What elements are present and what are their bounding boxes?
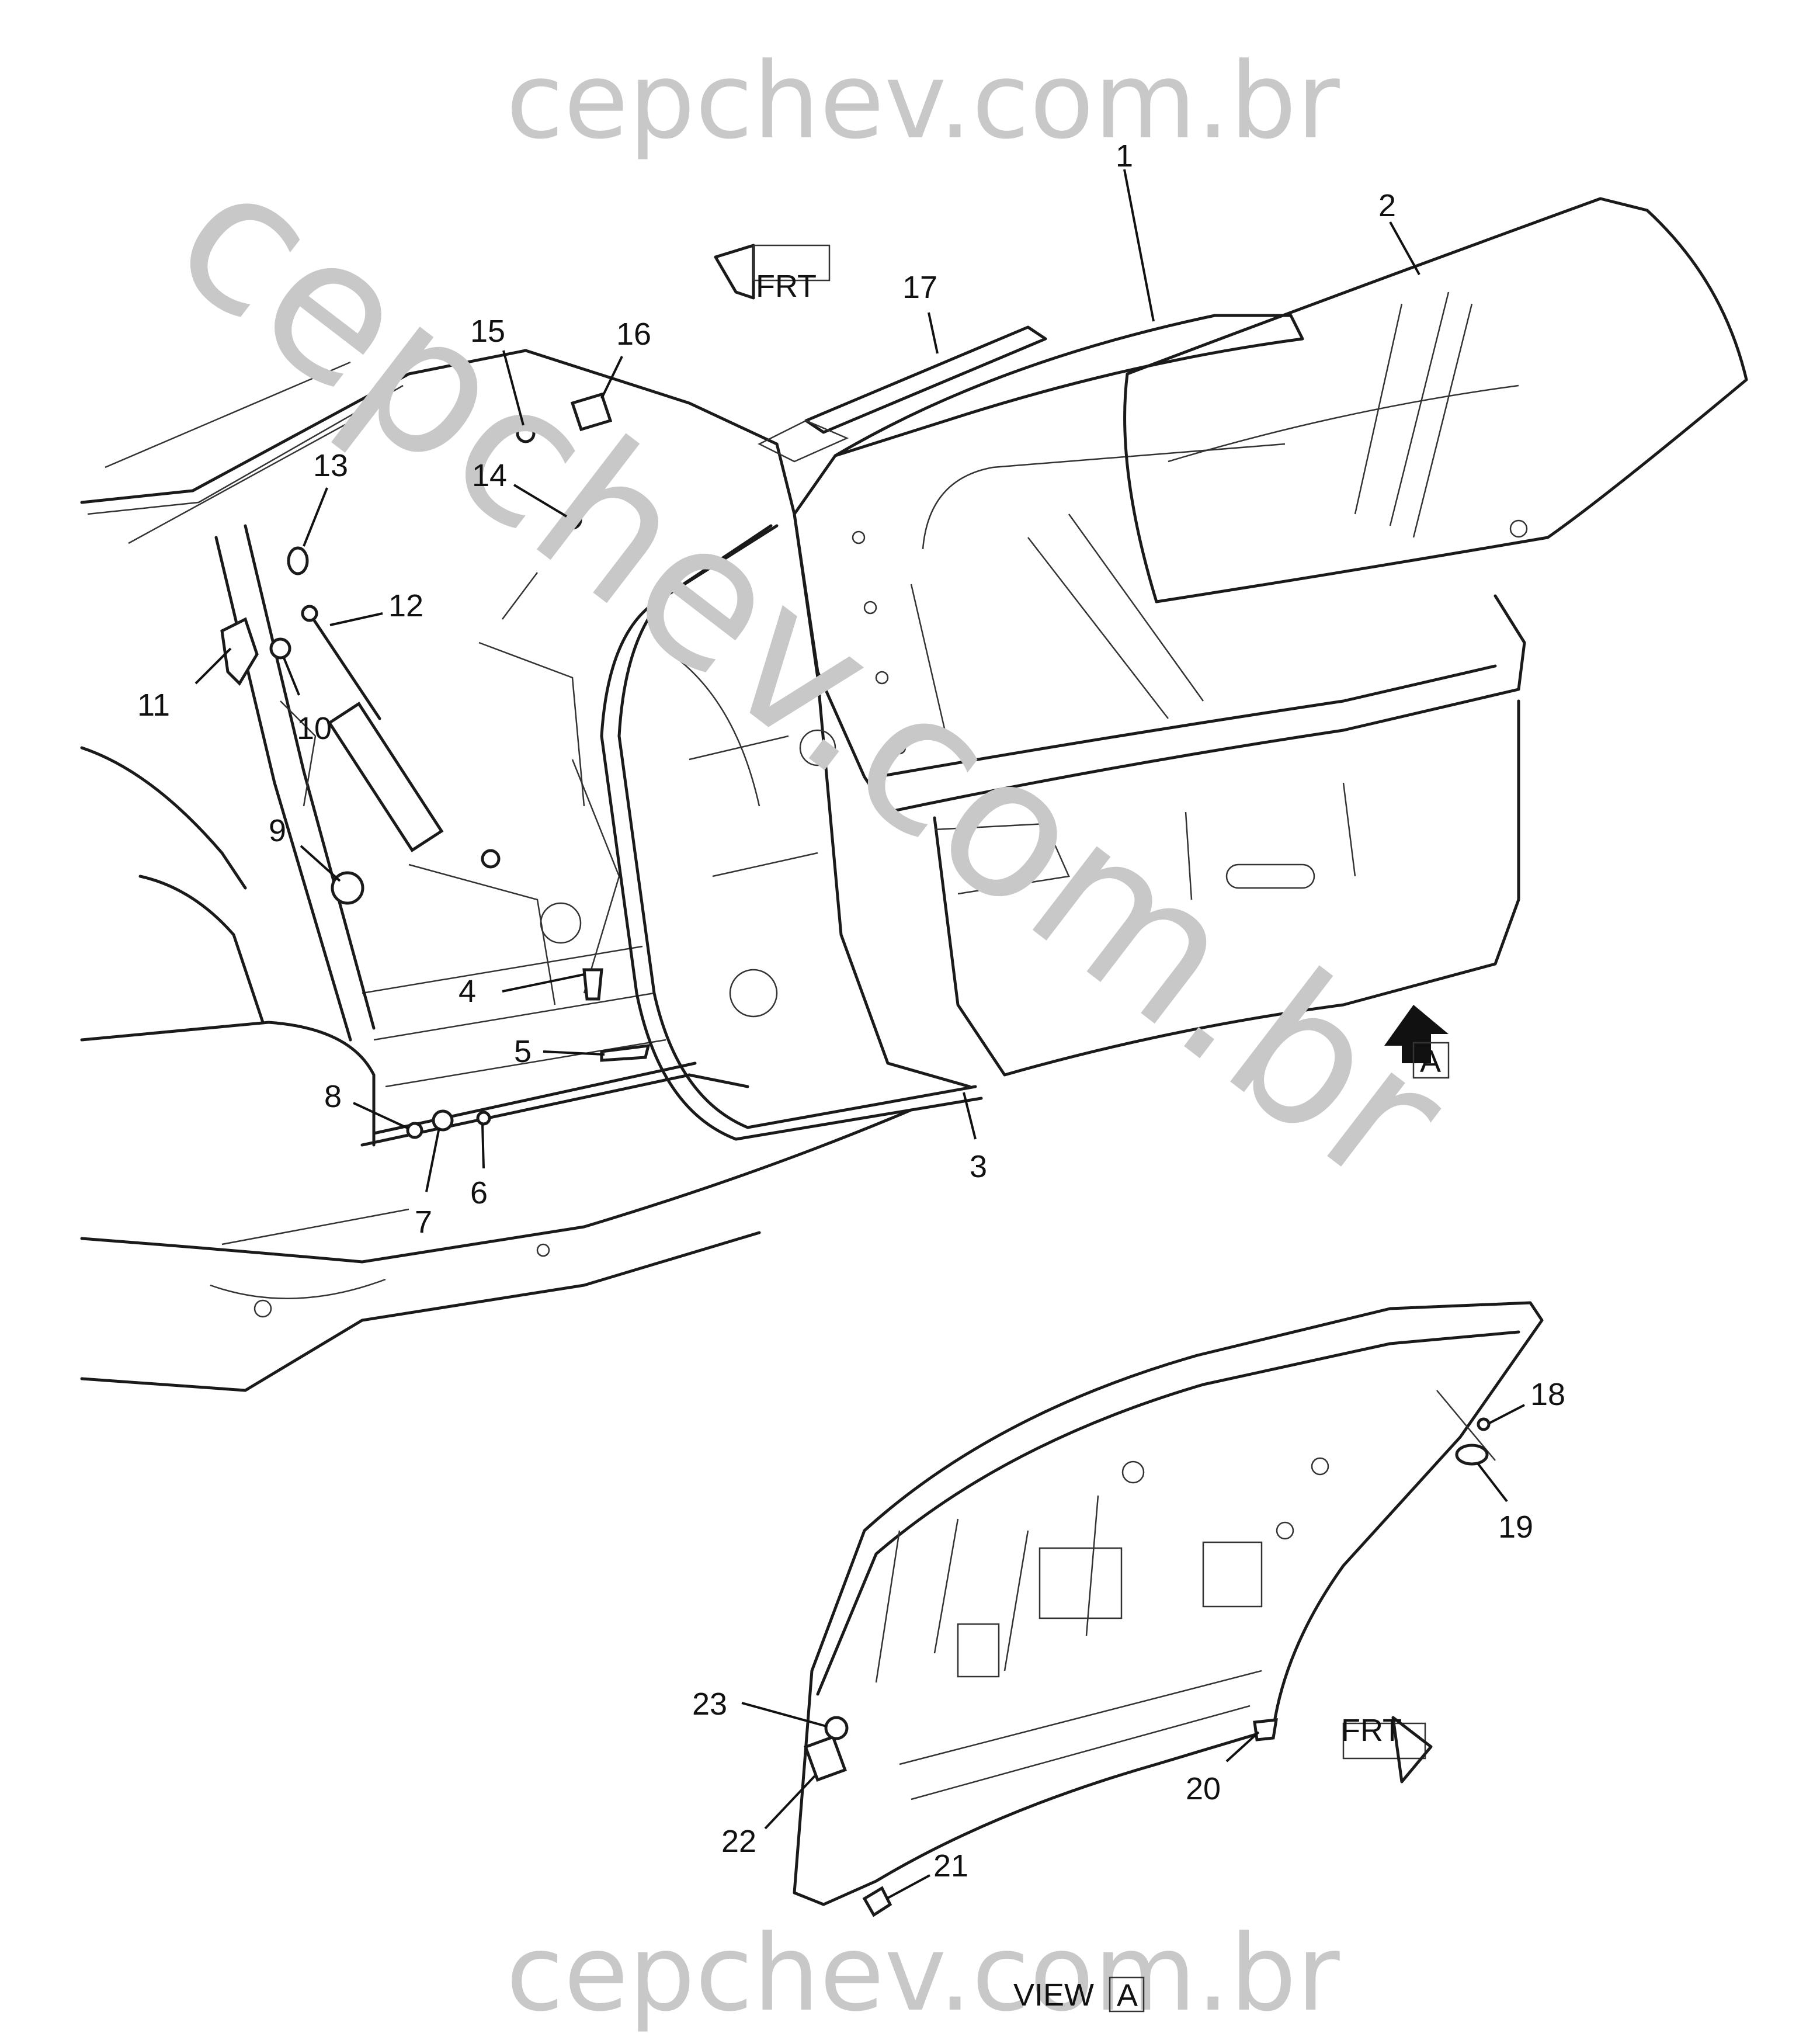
watermark-bottom: cepchev.com.br	[506, 1913, 1339, 2035]
callout-numbers: 1 2 3 4 5 6 7 8 9 10 11 12 13 14 15 16 1…	[137, 138, 1565, 1883]
hinge	[220, 617, 259, 686]
bolt-15	[516, 424, 536, 443]
grommet-13	[287, 546, 309, 575]
bolt-6	[476, 1111, 491, 1126]
washer-7	[432, 1109, 454, 1132]
callout-7: 7	[415, 1205, 432, 1240]
nut-23	[824, 1716, 849, 1740]
callout-9: 9	[269, 813, 286, 848]
callout-13: 13	[313, 448, 348, 483]
callout-8: 8	[324, 1079, 342, 1114]
frt-label-upper: FRT	[756, 269, 817, 304]
liftgate-window-glass	[1123, 197, 1748, 603]
callout-5: 5	[514, 1034, 532, 1069]
front-direction-arrow-upper: FRT	[714, 244, 831, 304]
callout-23: 23	[692, 1687, 727, 1722]
callout-18: 18	[1530, 1377, 1565, 1412]
callout-16: 16	[616, 317, 651, 352]
bumper-8	[406, 1122, 423, 1139]
callout-14: 14	[472, 458, 507, 493]
bumper-21	[862, 1886, 892, 1917]
front-direction-arrow-lower: FRT	[1341, 1713, 1433, 1784]
view-a-text: VIEW	[1013, 1977, 1094, 2013]
liftgate-inner-view	[793, 1301, 1544, 1906]
callout-17: 17	[902, 270, 937, 305]
frt-label-lower: FRT	[1341, 1713, 1402, 1748]
callout-10: 10	[297, 711, 332, 746]
callout-1: 1	[1116, 138, 1133, 174]
bumper-20	[1253, 1718, 1278, 1741]
striker-4	[582, 968, 603, 1001]
view-a-box-letter: A	[1117, 1978, 1138, 2013]
hinge-bolt	[269, 637, 291, 660]
callout-6: 6	[470, 1175, 488, 1210]
rear-body-illustration	[80, 325, 1047, 1392]
callout-2: 2	[1378, 188, 1396, 223]
leader-lines	[194, 169, 1525, 1900]
bracket-16	[570, 392, 613, 432]
callout-12: 12	[388, 588, 423, 623]
view-a-arrow: A	[1384, 1005, 1450, 1079]
view-a-label: VIEW A	[1013, 1976, 1145, 2013]
latch-22	[804, 1735, 847, 1782]
grommet-19	[1455, 1444, 1489, 1466]
callout-4: 4	[459, 974, 476, 1009]
liftgate-panel	[793, 314, 1526, 1077]
watermark-top: cepchev.com.br	[506, 40, 1339, 162]
striker-bracket-5	[600, 1044, 651, 1062]
callout-20: 20	[1186, 1771, 1221, 1806]
nut-14	[562, 510, 582, 530]
callout-15: 15	[470, 314, 505, 349]
callout-19: 19	[1498, 1510, 1533, 1545]
gas-strut	[301, 605, 501, 869]
callout-3: 3	[970, 1149, 987, 1184]
view-a-arrow-label: A	[1420, 1044, 1441, 1079]
callout-22: 22	[721, 1824, 756, 1859]
callout-21: 21	[933, 1848, 968, 1883]
grommet-18	[1477, 1417, 1491, 1431]
callout-11: 11	[137, 688, 170, 723]
